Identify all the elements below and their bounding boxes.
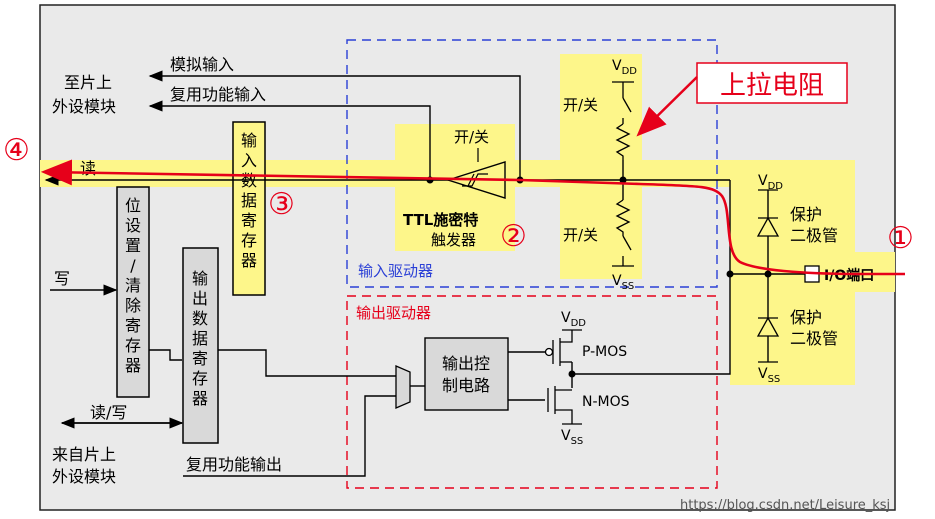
diode-vss: VSS xyxy=(758,366,780,385)
pullup-callout-label: 上拉电阻 xyxy=(720,71,824,101)
output-data-register-label: 输 出 数 据 寄 存 器 xyxy=(192,269,208,408)
watermark: https://blog.csdn.net/Leisure_ksj xyxy=(680,498,890,513)
marker-4: ④ xyxy=(3,133,30,168)
to-peripheral-label-2: 外设模块 xyxy=(52,97,116,116)
output-control-label-2: 制电路 xyxy=(442,376,490,395)
svg-text:/: / xyxy=(130,256,136,275)
pulldown-switch-label: 开/关 xyxy=(563,226,598,244)
pullup-callout-arrow xyxy=(636,76,698,137)
pullup-callout-box xyxy=(696,62,848,104)
svg-text:据: 据 xyxy=(192,329,208,348)
diode-vdd: VDD xyxy=(758,173,783,192)
pull-resistors xyxy=(612,81,634,267)
input-driver-box xyxy=(346,39,718,288)
marker-3: ③ xyxy=(268,187,295,222)
marker-1: ① xyxy=(887,221,914,256)
svg-text:清: 清 xyxy=(125,276,141,295)
nmos-label: N-MOS xyxy=(582,394,630,410)
schmitt-label-1: TTL施密特 xyxy=(403,211,478,229)
svg-text:位: 位 xyxy=(125,196,141,215)
svg-text:出: 出 xyxy=(192,289,208,308)
alt-func-output-label: 复用功能输出 xyxy=(186,455,282,474)
output-driver-box xyxy=(346,295,718,489)
from-peripheral-label-1: 来自片上 xyxy=(52,445,116,464)
pulldown-vss: VSS xyxy=(612,273,634,292)
svg-text:存: 存 xyxy=(192,369,208,388)
diode-bottom-label-2: 二极管 xyxy=(790,329,838,348)
svg-text:器: 器 xyxy=(125,356,141,375)
schmitt-switch-label: 开/关 xyxy=(454,128,489,146)
svg-text:数: 数 xyxy=(192,309,208,328)
read-label: 读 xyxy=(80,159,96,178)
diode-bottom-label-1: 保护 xyxy=(790,308,822,327)
marker-2: ② xyxy=(500,219,527,254)
svg-text:置: 置 xyxy=(125,236,141,255)
alt-func-input-label: 复用功能输入 xyxy=(170,85,266,104)
svg-text:器: 器 xyxy=(192,389,208,408)
nmos-vss: VSS xyxy=(561,428,583,447)
to-peripheral-label-1: 至片上 xyxy=(64,73,112,92)
diode-top-label-2: 二极管 xyxy=(790,226,838,245)
bit-set-reset-register-box xyxy=(116,186,150,398)
io-port-label: I/O端口 xyxy=(824,267,874,284)
output-mux xyxy=(395,365,411,409)
input-data-register-box xyxy=(232,121,266,296)
svg-text:存: 存 xyxy=(241,231,257,250)
svg-text:寄: 寄 xyxy=(125,316,141,335)
svg-text:设: 设 xyxy=(125,216,141,235)
svg-text:存: 存 xyxy=(125,336,141,355)
svg-text:输: 输 xyxy=(192,269,208,288)
pullup-switch-label: 开/关 xyxy=(563,96,598,114)
svg-text:除: 除 xyxy=(125,296,141,315)
output-control-label-1: 输出控 xyxy=(442,354,490,373)
read-write-label: 读/写 xyxy=(90,403,127,422)
bit-set-reset-register-label: 位 设 置 / 清 除 寄 存 器 xyxy=(125,196,141,375)
protection-diodes xyxy=(756,189,780,363)
pmos-label: P-MOS xyxy=(582,344,627,360)
pmos-vdd: VDD xyxy=(561,310,586,329)
input-driver-label: 输入驱动器 xyxy=(358,262,433,280)
mosfets xyxy=(544,329,582,425)
output-data-register-box xyxy=(182,247,219,444)
analog-input-label: 模拟输入 xyxy=(170,55,234,74)
svg-text:据: 据 xyxy=(241,191,257,210)
output-driver-label: 输出驱动器 xyxy=(356,304,431,322)
svg-text:寄: 寄 xyxy=(241,211,257,230)
svg-text:输: 输 xyxy=(241,131,257,150)
input-data-register-label: 输 入 数 据 寄 存 器 xyxy=(241,131,257,270)
read-signal-path xyxy=(40,159,905,276)
wiring xyxy=(44,70,805,477)
pullup-vdd: VDD xyxy=(612,58,637,77)
schmitt-label-2: 触发器 xyxy=(431,231,476,249)
svg-text:器: 器 xyxy=(241,251,257,270)
output-control-box xyxy=(424,337,509,411)
svg-text:寄: 寄 xyxy=(192,349,208,368)
write-label: 写 xyxy=(54,269,70,288)
svg-text:入: 入 xyxy=(241,151,257,170)
diode-top-label-1: 保护 xyxy=(790,205,822,224)
from-peripheral-label-2: 外设模块 xyxy=(52,467,116,486)
